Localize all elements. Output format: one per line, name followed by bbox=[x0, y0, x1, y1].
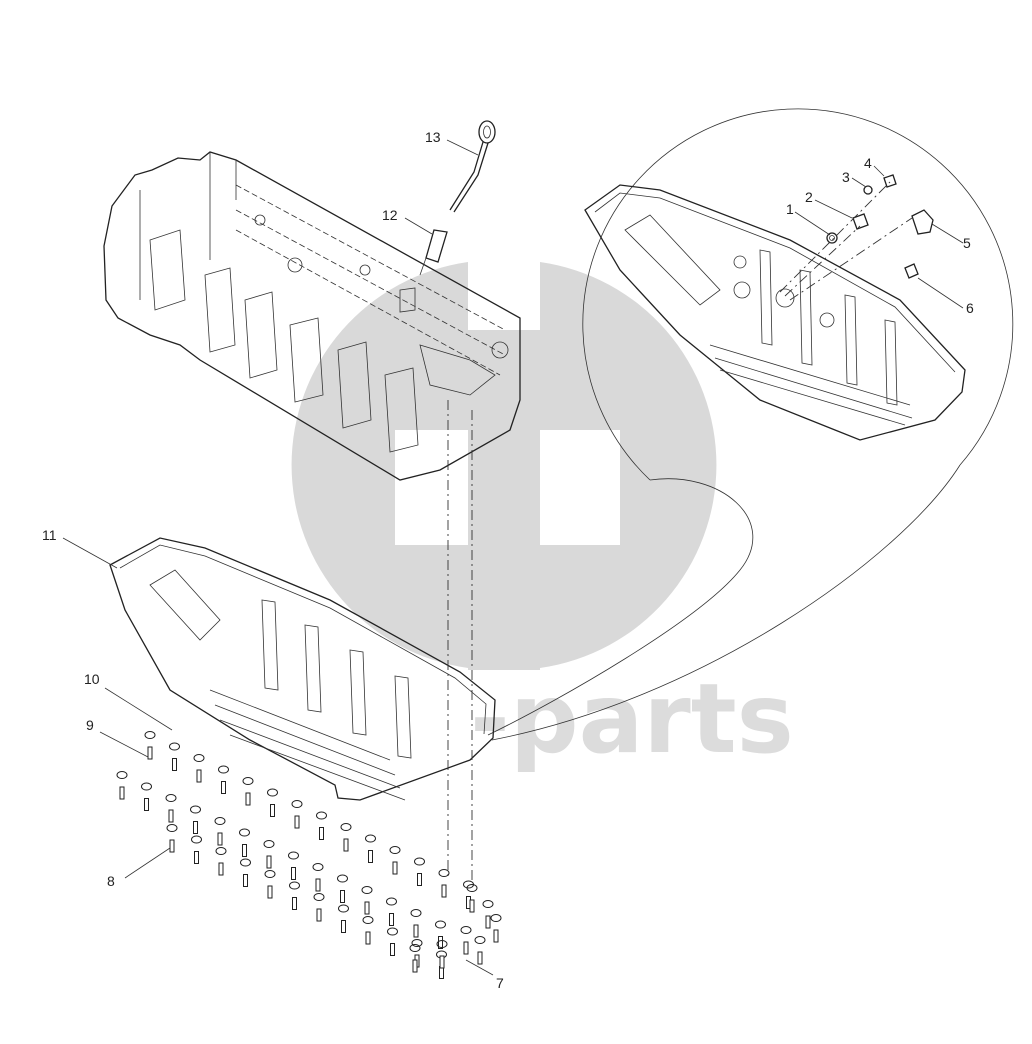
bolt bbox=[361, 886, 373, 915]
plug-6 bbox=[904, 263, 919, 279]
bolt bbox=[365, 834, 376, 863]
bolt bbox=[435, 920, 446, 949]
leader-lines bbox=[62, 139, 964, 976]
bolt bbox=[239, 828, 250, 857]
bolt bbox=[263, 840, 275, 869]
bolt bbox=[289, 881, 300, 910]
bolt bbox=[144, 731, 156, 760]
dipstick-tube bbox=[419, 229, 448, 276]
bolt bbox=[218, 765, 229, 794]
seal-ring-1 bbox=[826, 232, 838, 244]
bolt bbox=[141, 782, 152, 811]
bolt bbox=[436, 940, 448, 969]
bolt bbox=[264, 870, 276, 899]
bolt bbox=[460, 926, 472, 955]
bolt bbox=[438, 869, 450, 898]
seal-ring-3 bbox=[863, 185, 873, 195]
bolt bbox=[312, 863, 324, 892]
plug-4 bbox=[883, 174, 897, 188]
bolt bbox=[362, 916, 374, 945]
bolt bbox=[338, 904, 349, 933]
bolt bbox=[190, 805, 201, 834]
bolt bbox=[242, 777, 254, 806]
bolt bbox=[288, 851, 299, 880]
bolt bbox=[191, 835, 202, 864]
callout-12: 12 bbox=[382, 207, 398, 223]
bolt bbox=[215, 847, 227, 876]
bolt bbox=[169, 742, 180, 771]
bolt bbox=[193, 754, 205, 783]
bolt bbox=[386, 897, 397, 926]
callout-11: 11 bbox=[42, 527, 57, 543]
callout-9: 9 bbox=[86, 717, 94, 733]
callout-13: 13 bbox=[425, 129, 441, 145]
bolt bbox=[387, 927, 398, 956]
elbow-5 bbox=[911, 209, 934, 235]
callout-2: 2 bbox=[805, 189, 813, 205]
bolt bbox=[313, 893, 325, 922]
callout-1: 1 bbox=[786, 201, 794, 217]
bolt bbox=[474, 936, 486, 965]
bolt bbox=[389, 846, 401, 875]
bolt bbox=[165, 794, 177, 823]
callout-3: 3 bbox=[842, 169, 850, 185]
callout-8: 8 bbox=[107, 873, 115, 889]
bolt bbox=[466, 884, 478, 913]
bolt bbox=[267, 788, 278, 817]
bolt bbox=[414, 857, 425, 886]
callout-5: 5 bbox=[963, 235, 971, 251]
bolt bbox=[337, 874, 348, 903]
bolt bbox=[340, 823, 352, 852]
bolt bbox=[316, 811, 327, 840]
bolt bbox=[409, 944, 421, 973]
callout-7: 7 bbox=[496, 975, 504, 991]
dipstick bbox=[449, 120, 496, 213]
detail-oil-pan bbox=[584, 184, 966, 441]
watermark-logo bbox=[291, 262, 717, 670]
bolt-set bbox=[116, 731, 502, 979]
bolt bbox=[490, 914, 502, 943]
engine-block bbox=[103, 151, 521, 481]
oil-pan bbox=[109, 537, 496, 801]
bolt bbox=[166, 824, 178, 853]
bolt bbox=[482, 900, 494, 929]
bolt bbox=[116, 771, 128, 800]
plug-2 bbox=[852, 213, 869, 230]
bolt bbox=[291, 800, 303, 829]
callout-4: 4 bbox=[864, 155, 872, 171]
watermark-text: -parts bbox=[470, 663, 794, 775]
bolt bbox=[214, 817, 226, 846]
callout-10: 10 bbox=[84, 671, 100, 687]
callout-6: 6 bbox=[966, 300, 974, 316]
detail-callout-circle bbox=[487, 108, 1014, 741]
bolt bbox=[240, 858, 251, 887]
bolt bbox=[410, 909, 422, 938]
drain-plug-parts bbox=[779, 174, 934, 301]
